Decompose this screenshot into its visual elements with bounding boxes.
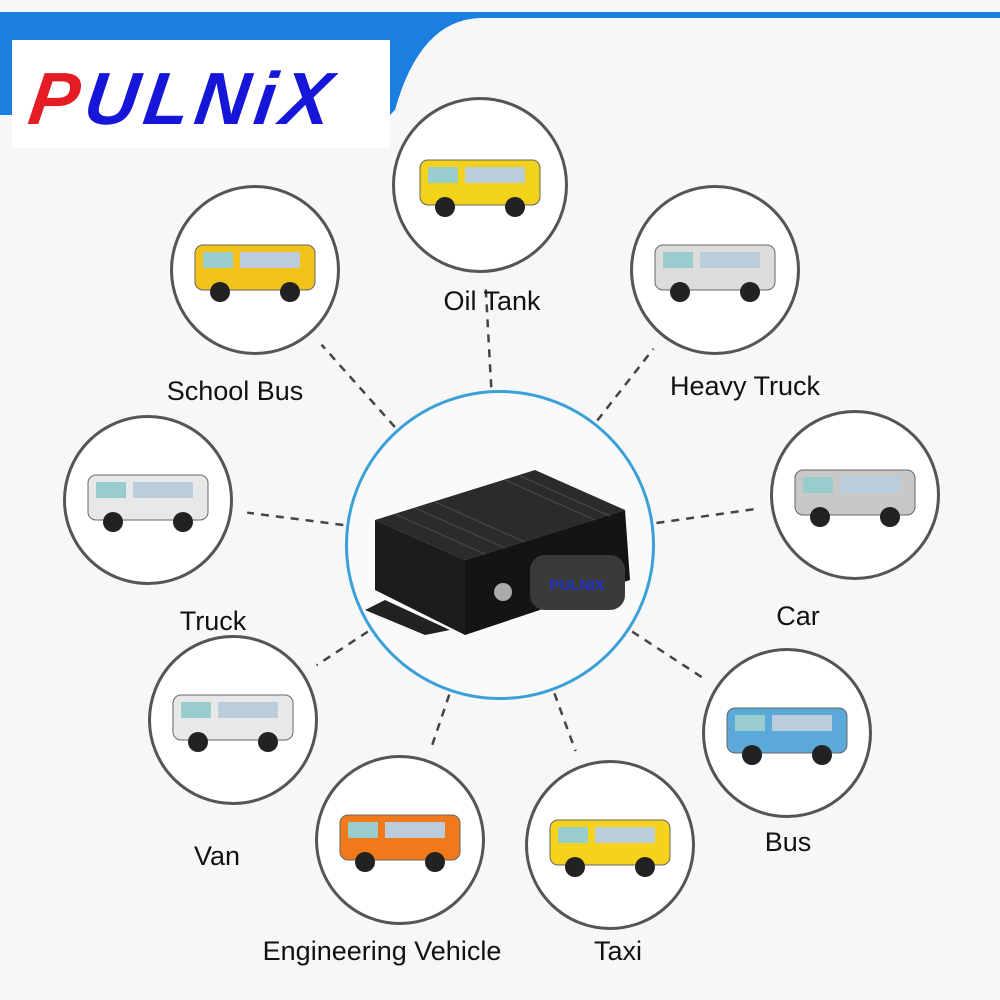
vehicle-label: Van [193, 841, 241, 871]
vehicle-circle [170, 185, 340, 355]
vehicle-icon [172, 694, 294, 752]
dashed-connector [430, 694, 451, 746]
vehicle-label: Bus [764, 827, 812, 857]
vehicle-label: Taxi [593, 936, 643, 966]
vehicle-icon [194, 244, 316, 302]
vehicle-circle [630, 185, 800, 355]
vehicle-label: Heavy Truck [669, 371, 821, 401]
vehicle-circle [63, 415, 233, 585]
vehicle-circle [525, 760, 695, 930]
vehicle-icon [794, 469, 916, 527]
vehicle-icon [87, 474, 209, 532]
mobile-dvr-device: PULNIX [345, 390, 655, 700]
vehicle-icon [654, 244, 776, 302]
vehicle-circle [770, 410, 940, 580]
vehicle-label: School Bus [166, 376, 304, 406]
dashed-connector [596, 348, 655, 422]
vehicle-label: Truck [179, 606, 247, 636]
vehicle-circle [315, 755, 485, 925]
dashed-connector [553, 692, 577, 752]
dashed-connector [656, 507, 757, 525]
vehicle-circle [148, 635, 318, 805]
svg-text:PULNIX: PULNIX [549, 577, 604, 594]
vehicle-icon [339, 814, 461, 872]
vehicle-label: Car [776, 601, 820, 631]
vehicle-icon [549, 819, 671, 877]
dashed-connector [320, 343, 396, 428]
pulnix-logo: PULNiX [12, 40, 390, 148]
vehicle-icon [419, 159, 541, 217]
dashed-connector [484, 287, 493, 388]
dashed-connector [247, 511, 344, 527]
dashed-connector [315, 630, 369, 667]
vehicle-circle [392, 97, 568, 273]
vehicle-label: Engineering Vehicle [262, 936, 502, 966]
vehicle-icon [726, 707, 848, 765]
vehicle-label: Oil Tank [443, 286, 541, 316]
vehicle-circle [702, 648, 872, 818]
dvr-device-image: PULNIX [365, 470, 630, 635]
